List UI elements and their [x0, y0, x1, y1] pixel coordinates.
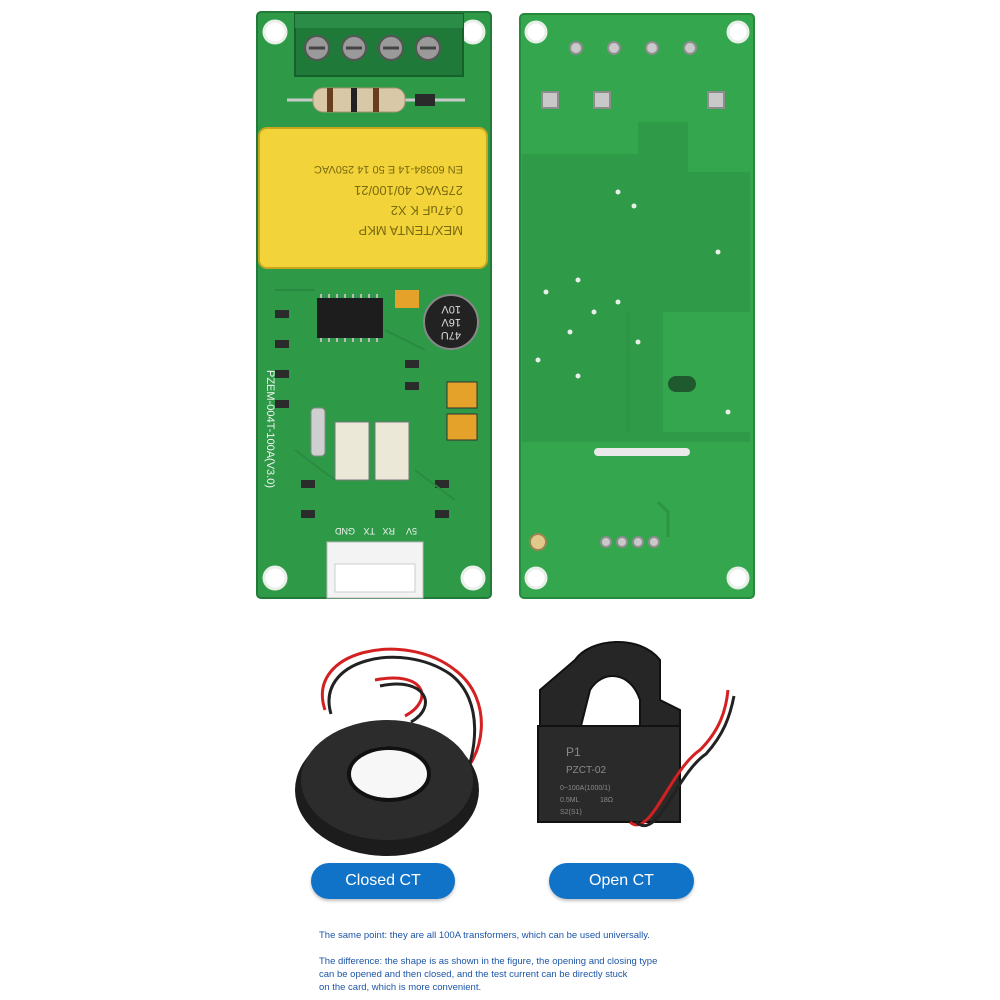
- electrolytic-text-2: 16V: [441, 316, 461, 328]
- header-pin-gnd: GND: [335, 526, 356, 536]
- closed-ct-label-text: Closed CT: [345, 872, 421, 889]
- open-ct-label-text: Open CT: [589, 872, 654, 889]
- open-ct-text-6: S2(S1): [560, 809, 582, 816]
- capacitor-text-3: 275VAC 40/100/21: [354, 183, 463, 198]
- closed-ct-photo: [285, 630, 495, 860]
- capacitor-text-2: 0.47uF K X2: [391, 203, 463, 218]
- open-ct-text-4: 0.5ML: [560, 797, 580, 804]
- header-pin-tx: TX: [363, 526, 375, 536]
- note-difference-line-1: The difference: the shape is as shown in…: [319, 956, 658, 967]
- capacitor-text-1: MEX/TENTA MKP: [359, 223, 464, 238]
- electrolytic-text-1: 47U: [441, 329, 461, 341]
- capacitor-text-4: EN 60384-14 E 50 14 250VAC: [314, 163, 463, 175]
- pcb-front-photo: MEX/TENTA MKP 0.47uF K X2 275VAC 40/100/…: [255, 10, 493, 600]
- board-model-silkscreen: PZEM-004T-100A(V3.0): [264, 370, 276, 488]
- open-ct-text-2: PZCT-02: [566, 765, 606, 776]
- closed-ct-label: Closed CT: [311, 863, 455, 899]
- pcb-back-photo: [518, 12, 756, 600]
- electrolytic-text-3: 10V: [441, 303, 461, 315]
- note-same-point: The same point: they are all 100A transf…: [319, 930, 650, 941]
- open-ct-label: Open CT: [549, 863, 694, 899]
- open-ct-photo: P1 PZCT-02 0~100A(1000/1) 0.5ML 18Ω S2(S…: [530, 630, 750, 860]
- open-ct-text-3: 0~100A(1000/1): [560, 785, 610, 792]
- header-pin-rx: RX: [382, 526, 395, 536]
- open-ct-text-5: 18Ω: [600, 797, 613, 804]
- open-ct-text-1: P1: [566, 745, 581, 759]
- note-difference-line-2: can be opened and then closed, and the t…: [319, 969, 628, 980]
- note-difference-line-3: on the card, which is more convenient.: [319, 982, 482, 993]
- header-pin-5v: 5V: [406, 526, 417, 536]
